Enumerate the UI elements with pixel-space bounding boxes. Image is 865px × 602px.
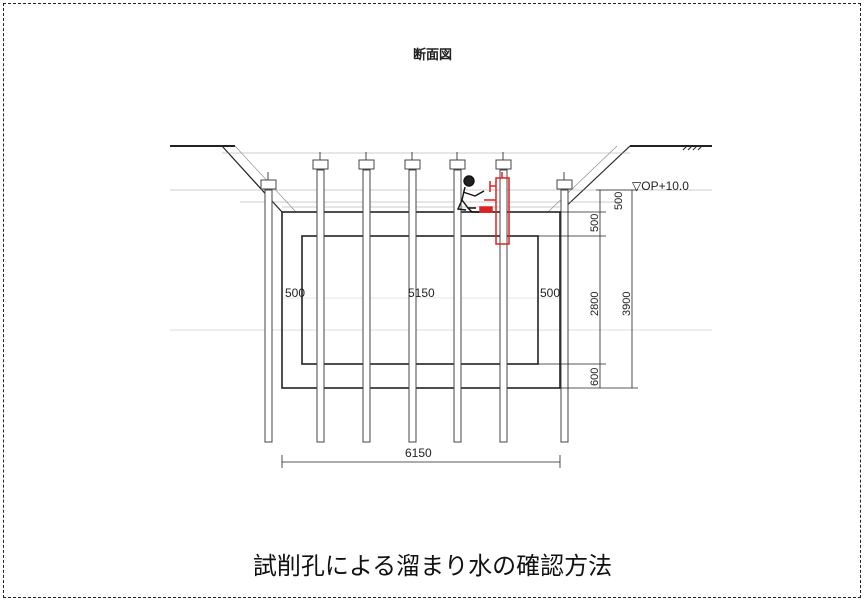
- pile-3: [358, 152, 375, 443]
- outer-box: [281, 211, 561, 389]
- slope-right-inner: [547, 145, 618, 213]
- dim-2800: 2800: [589, 292, 601, 316]
- dim-500-right: 500: [589, 214, 601, 232]
- bottom-dimension-line: [281, 455, 561, 468]
- dim-6150: 6150: [405, 446, 432, 460]
- dim-3900: 3900: [621, 292, 633, 316]
- pile-4: [404, 152, 421, 443]
- pile-1: [260, 172, 277, 443]
- slope-right: [559, 145, 631, 213]
- level-label: ▽OP+10.0: [632, 179, 689, 193]
- dim-left-500: 500: [285, 286, 305, 300]
- inner-box: [301, 235, 539, 365]
- dim-right-500: 500: [540, 286, 560, 300]
- dim-5150: 5150: [408, 286, 435, 300]
- dim-top-500: 500: [613, 192, 625, 210]
- dashed-frame: [3, 3, 861, 598]
- test-drill-rig-icon: [479, 172, 510, 245]
- slope-left-inner: [234, 145, 297, 213]
- pile-5: [449, 152, 466, 443]
- vertical-dimension-lines: [538, 189, 638, 389]
- pile-7: [556, 172, 573, 443]
- pile-2: [312, 152, 329, 443]
- worker-icon: [456, 175, 485, 213]
- caption: 試削孔による溜まり水の確認方法: [252, 552, 613, 580]
- dim-600: 600: [589, 368, 601, 386]
- pile-group: [260, 152, 573, 443]
- ground-hatch: [682, 145, 703, 151]
- diagram-title: 断面図: [412, 48, 452, 63]
- pile-6: [495, 152, 512, 443]
